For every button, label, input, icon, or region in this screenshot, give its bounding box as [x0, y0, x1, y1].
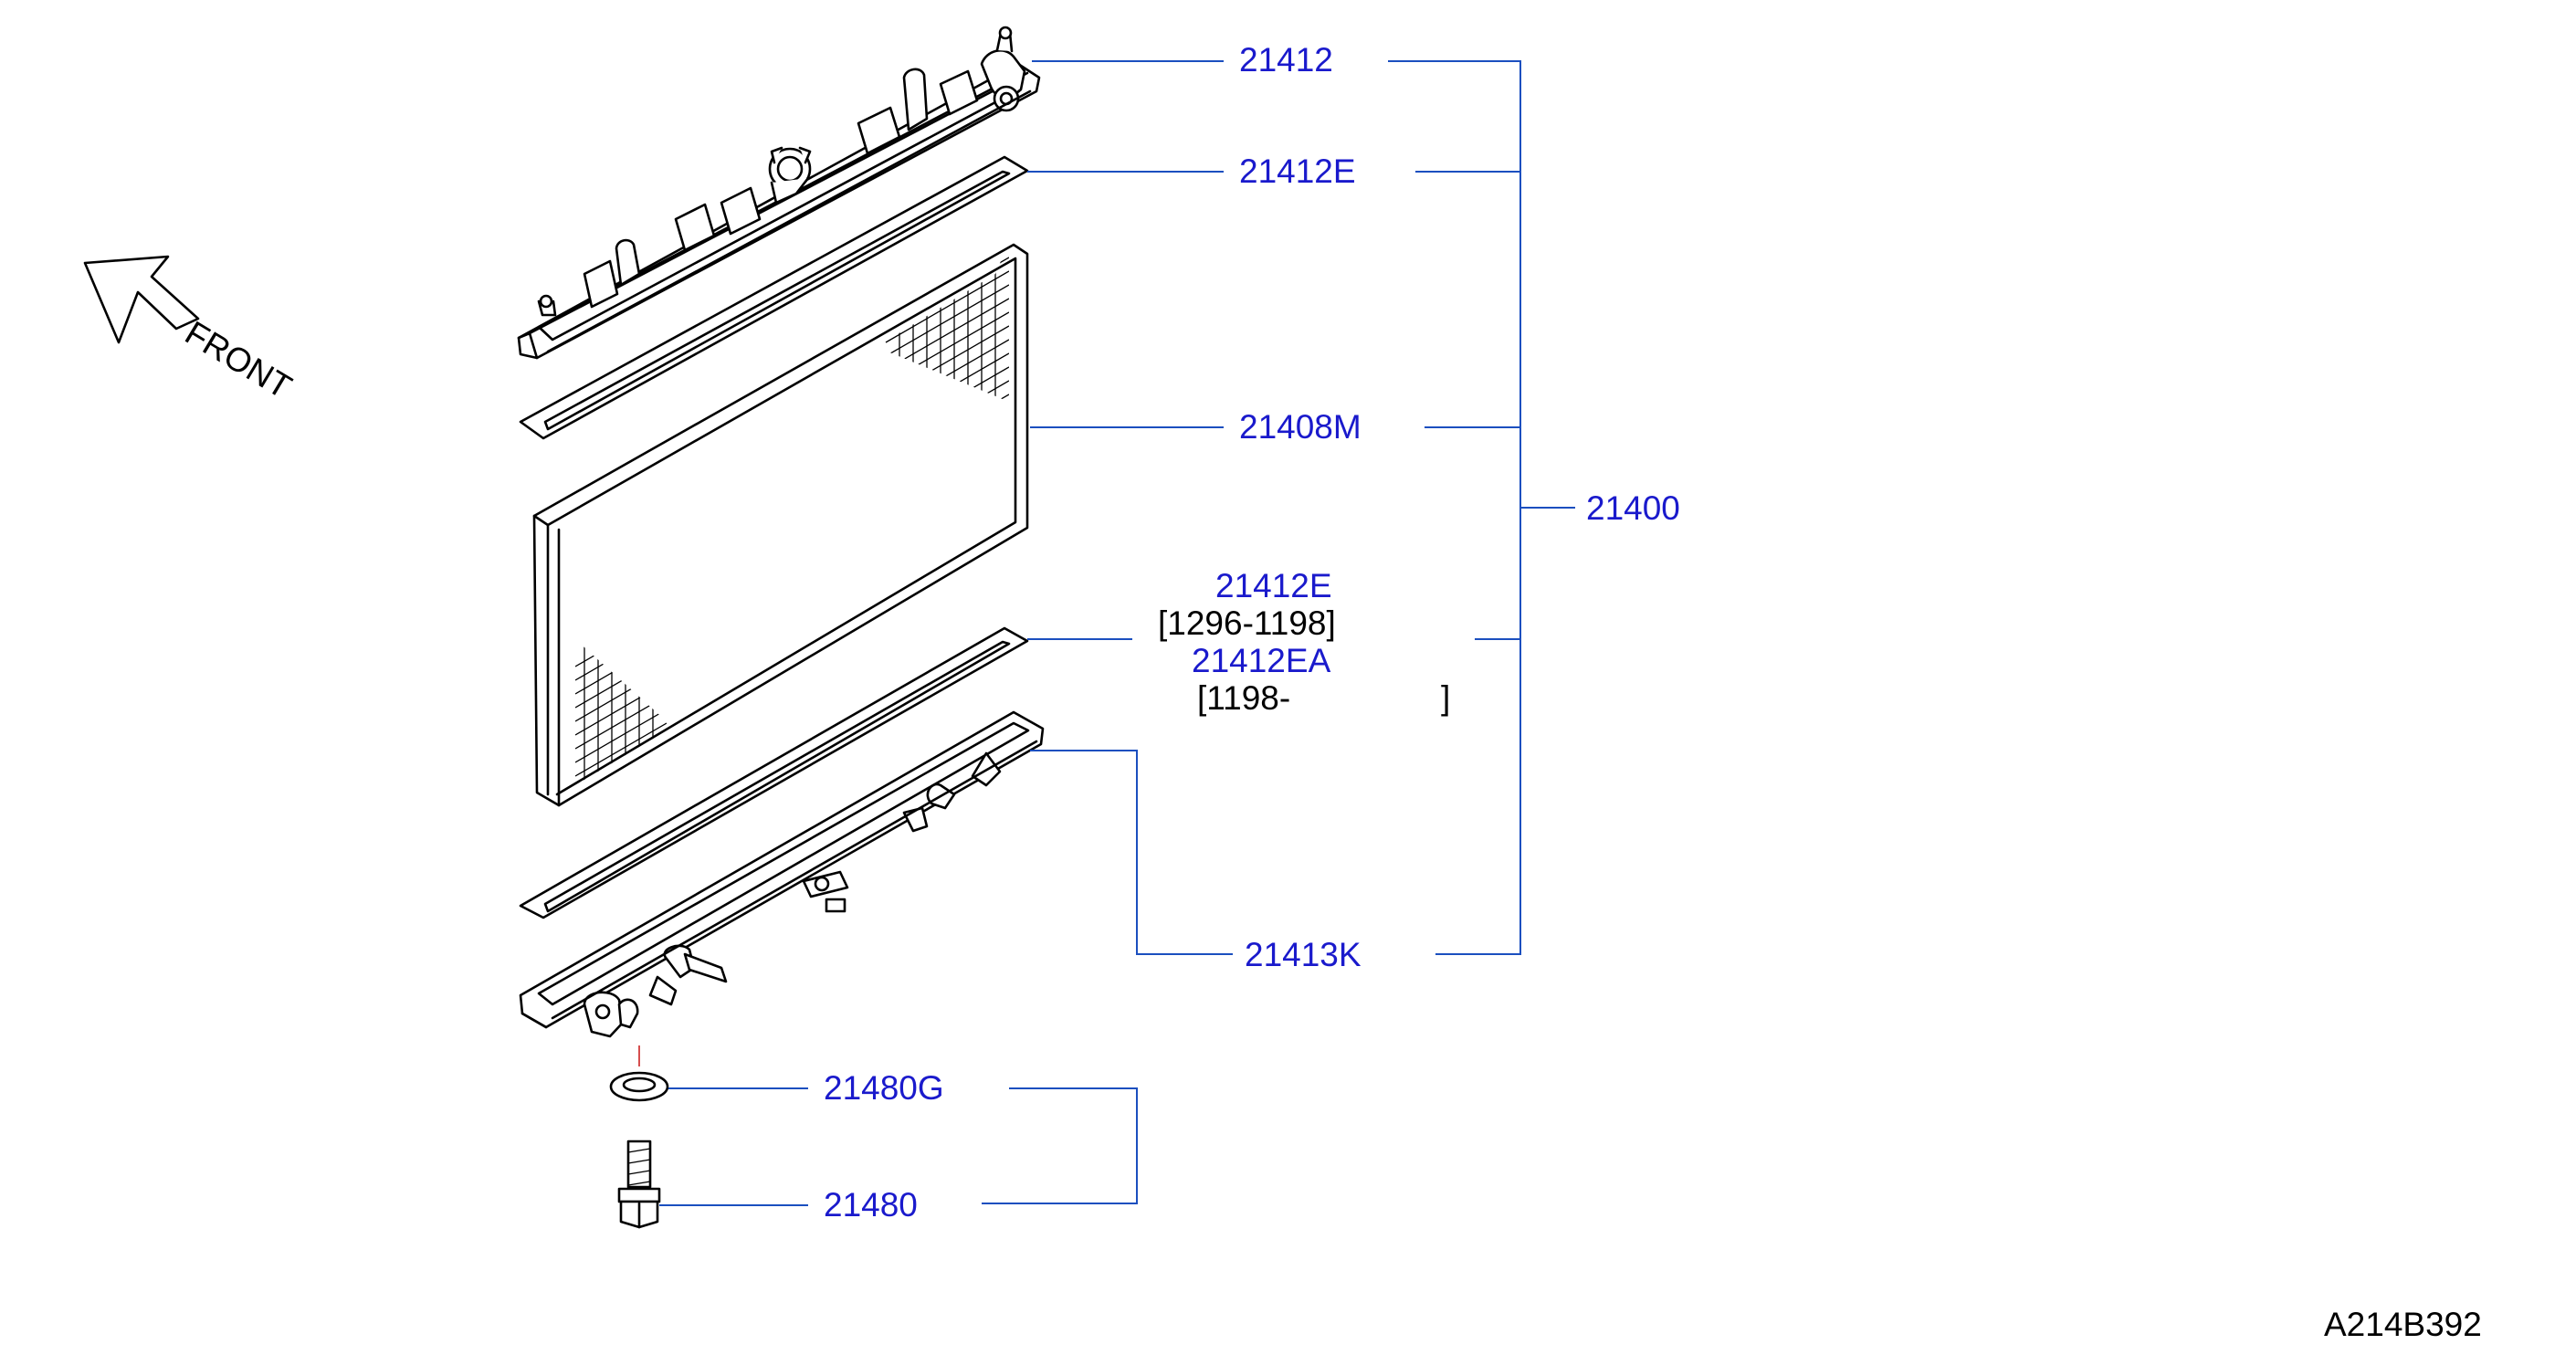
part-label-assembly[interactable]: 21400	[1586, 489, 1680, 527]
part-label-drain-gasket[interactable]: 21480G	[824, 1069, 944, 1107]
front-label: FRONT	[179, 314, 298, 406]
diagram-reference-code: A214B392	[2324, 1306, 2482, 1343]
range-label-lower-gasket-a: [1296-1198]	[1158, 604, 1336, 642]
bracket-assembly	[1388, 60, 1521, 955]
part-label-drain-plug[interactable]: 21480	[824, 1186, 918, 1224]
radiator-core-drawing	[532, 243, 1029, 807]
range-label-lower-gasket-b-end: ]	[1441, 679, 1450, 717]
drain-gasket-drawing	[609, 1071, 669, 1102]
part-label-lower-gasket-b[interactable]: 21412EA	[1192, 642, 1331, 679]
upper-tank-drawing	[517, 26, 1041, 360]
part-label-upper-tank[interactable]: 21412	[1239, 41, 1333, 79]
part-label-lower-gasket-a[interactable]: 21412E	[1215, 567, 1332, 604]
leader-lower-tank	[1030, 750, 1233, 955]
lower-gasket-drawing	[519, 626, 1029, 919]
bracket-lower-tank-group	[982, 1087, 1138, 1204]
front-arrow-icon	[83, 255, 200, 344]
part-label-lower-tank[interactable]: 21413K	[1245, 936, 1362, 973]
range-label-lower-gasket-b-start: [1198-	[1197, 679, 1290, 717]
drain-plug-drawing	[617, 1140, 661, 1229]
part-label-upper-gasket[interactable]: 21412E	[1239, 152, 1356, 190]
part-label-core[interactable]: 21408M	[1239, 408, 1362, 446]
lower-tank-drawing	[519, 710, 1045, 1038]
